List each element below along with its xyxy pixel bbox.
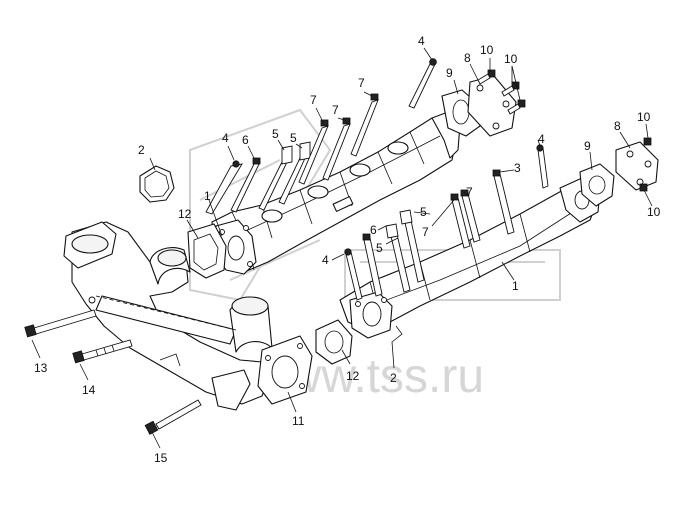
callout-9-lower: 9 (584, 139, 591, 153)
callout-5-lower-b: 5 (376, 241, 383, 255)
callout-14: 14 (82, 383, 96, 397)
callout-12-upper: 12 (178, 207, 192, 221)
upper-exhaust-manifold (211, 111, 461, 275)
leader-lines (31, 47, 653, 449)
bolt-14 (72, 339, 133, 364)
callout-7-upper-c: 7 (358, 76, 365, 90)
callout-9-upper: 9 (446, 66, 453, 80)
gasket-12-lower (315, 319, 353, 365)
gasket-9-lower (579, 163, 615, 207)
callout-11: 11 (292, 414, 305, 428)
cover-plate-8-lower (615, 141, 659, 191)
bolt-13 (24, 309, 97, 338)
callout-4-right: 4 (538, 132, 545, 146)
callout-15: 15 (154, 451, 168, 465)
callout-4-top: 4 (418, 34, 425, 48)
callout-8-lower: 8 (614, 119, 621, 133)
callout-1-upper: 1 (204, 189, 211, 203)
callout-10-upper-b: 10 (504, 52, 518, 66)
callout-4-upper-left: 4 (222, 131, 229, 145)
callout-3: 3 (514, 161, 521, 175)
callout-7-lower-b: 7 (422, 225, 429, 239)
callout-6-upper: 6 (242, 133, 249, 147)
exhaust-elbow-pipe (63, 221, 313, 411)
callout-13: 13 (34, 361, 48, 375)
callout-6-lower: 6 (370, 223, 377, 237)
part-callouts: 1 1 2 2 3 4 4 4 4 5 5 5 5 6 6 7 7 7 7 7 … (34, 34, 661, 465)
callout-8-upper: 8 (464, 51, 471, 65)
callout-5-upper-b: 5 (290, 131, 297, 145)
bolt-15 (144, 399, 202, 435)
callout-7-lower-a: 7 (466, 185, 473, 199)
callout-5-upper-a: 5 (272, 127, 279, 141)
callout-12-lower: 12 (346, 369, 360, 383)
callout-10-upper-a: 10 (480, 43, 494, 57)
callout-10-lower-b: 10 (647, 205, 661, 219)
callout-7-upper-a: 7 (310, 93, 317, 107)
callout-1-lower: 1 (512, 279, 519, 293)
callout-7-upper-b: 7 (332, 103, 339, 117)
callout-10-lower-a: 10 (637, 110, 651, 124)
callout-4-lower: 4 (322, 253, 329, 267)
callout-2-upper: 2 (138, 143, 145, 157)
callout-5-lower-a: 5 (420, 205, 427, 219)
upper-manifold-bolts (205, 58, 526, 215)
callout-2-lower: 2 (390, 371, 397, 385)
